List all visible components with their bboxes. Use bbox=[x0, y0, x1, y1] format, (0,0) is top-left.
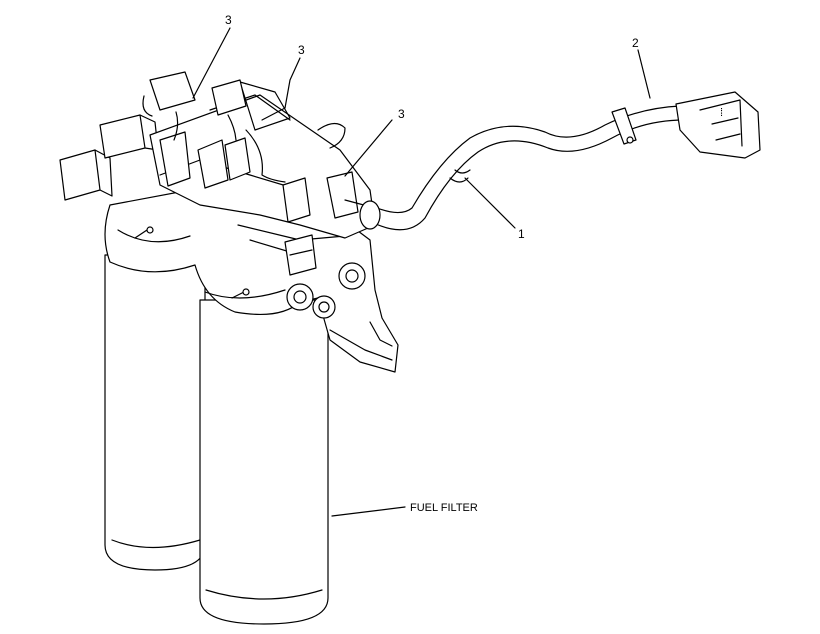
harness-connector: ⁞ bbox=[675, 91, 761, 159]
side-mounting-blocks bbox=[59, 114, 159, 201]
connector-mark: ⁞ bbox=[720, 107, 723, 119]
callout-3-center: 3 bbox=[298, 43, 305, 57]
wiring-harness bbox=[359, 105, 685, 231]
callout-3-right: 3 bbox=[398, 107, 405, 121]
callout-2-connector: 2 bbox=[632, 36, 639, 50]
front-filter-canister bbox=[199, 299, 329, 625]
leader-lines bbox=[192, 27, 651, 517]
callout-1-harness: 1 bbox=[518, 227, 525, 241]
rear-filter-canister bbox=[104, 254, 206, 571]
callout-3-left: 3 bbox=[225, 13, 232, 27]
valve-manifold bbox=[142, 71, 376, 276]
fuel-filter-label: FUEL FILTER bbox=[410, 502, 478, 514]
harness-clip bbox=[611, 107, 637, 145]
